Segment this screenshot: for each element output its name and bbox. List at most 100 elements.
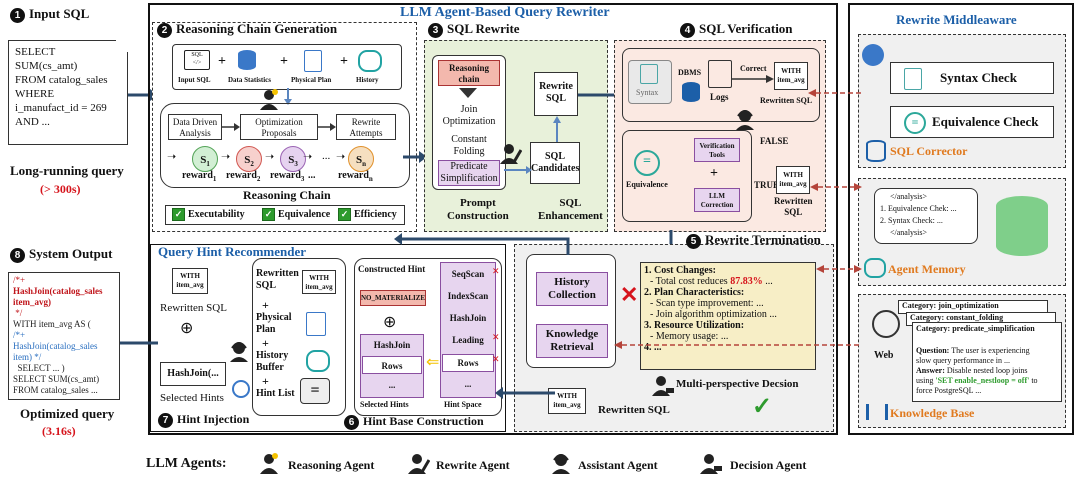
analysis-heading: 1. Cost Changes: <box>644 265 716 276</box>
middleware-title: Rewrite Middleaware <box>896 12 1017 27</box>
arrow-right <box>504 166 532 174</box>
connector-corrector <box>808 89 862 97</box>
reward-subscript: 3 <box>300 175 305 183</box>
kb-answer-text: to <box>1029 376 1038 385</box>
rewritten-sql-label: Rewritten SQL <box>760 96 813 105</box>
analysis-text: - Total cost reduces <box>650 276 731 287</box>
reward-subscript: n <box>368 175 373 183</box>
memory-line: </analysis> <box>890 192 928 201</box>
equivalence-label: Equivalence <box>626 180 668 189</box>
plus-sign: + <box>710 166 718 181</box>
selected-hints-label: Selected Hints <box>160 392 224 404</box>
input-label-sql: Input SQL <box>178 76 211 84</box>
hashjoin-hint-box: HashJoin(... <box>160 362 226 386</box>
criterion-equivalence: ✓Equivalence <box>262 208 330 221</box>
globe-icon <box>872 310 900 338</box>
selected-hint-item: Rows <box>362 356 422 374</box>
plan-document-icon <box>304 50 322 72</box>
plus-sign: + <box>280 54 288 69</box>
equivalence-check-label: Equivalence Check <box>932 114 1039 129</box>
connector-memory <box>816 265 862 273</box>
true-label: TRUE <box>754 180 780 190</box>
syntax-label: Syntax <box>636 88 659 97</box>
reward-text: ... <box>308 170 316 181</box>
plus-sign: + <box>218 54 226 69</box>
long-running-duration: (> 300s) <box>40 182 81 196</box>
state-subscript: n <box>362 160 367 169</box>
rewritten-sql-label: Rewritten SQL <box>160 302 227 314</box>
step-data-driven: Data Driven Analysis <box>168 114 222 140</box>
analysis-heading: 3. Resource Utilization: <box>644 320 745 331</box>
kb-answer-text: Disable nested loop joins <box>944 366 1028 375</box>
kb-answer-text: using <box>916 376 936 385</box>
rewritten-sql-label: Rewritten SQL <box>598 404 670 416</box>
assistant-agent-icon <box>228 340 250 362</box>
input-label-stats: Data Statistics <box>228 76 271 84</box>
plan-document-icon <box>306 312 326 336</box>
syntax-check-box <box>890 62 1054 94</box>
arrow-up <box>553 116 561 142</box>
web-label: Web <box>874 350 894 361</box>
dbms-database-icon <box>682 82 700 102</box>
database-icon <box>866 140 886 162</box>
state-symbol: S <box>200 154 207 166</box>
accept-check-icon: ✓ <box>752 394 773 420</box>
kb-card-front <box>912 322 1062 402</box>
step-rewrite-attempts: Rewrite Attempts <box>336 114 396 140</box>
dbms-label: DBMS <box>678 68 702 77</box>
selected-hint-item: ... <box>388 380 396 390</box>
reward-label: ... <box>308 170 316 183</box>
hint-space-item: SeqScan <box>451 269 485 279</box>
memory-bubble <box>874 188 978 244</box>
sql-line: HashJoin(catalog_sales <box>13 286 103 296</box>
sql-line: WITH item_avg AS ( <box>13 319 91 329</box>
syntax-check-label: Syntax Check <box>940 70 1017 85</box>
optimized-query-label: Optimized query <box>20 406 115 421</box>
prompt-constant-folding: Constant Folding <box>451 134 487 157</box>
reward-label: rewardn <box>338 170 373 183</box>
chain-arrow-icon: ➝ <box>265 151 275 163</box>
sql-line: SUM(cs_amt) <box>15 60 78 72</box>
state-symbol: S <box>244 154 251 166</box>
state-symbol: S <box>355 154 363 166</box>
sql-line: item) */ <box>13 352 42 362</box>
kb-answer-code: 'SET enable_nestloop = off' <box>935 376 1030 385</box>
decision-agent-icon <box>700 452 722 474</box>
sql-line: item_avg) <box>13 297 51 307</box>
sql-line: FROM catalog_sales ... <box>13 385 98 395</box>
reasoning-agent-icon <box>258 452 280 474</box>
syntax-doc-icon <box>640 64 658 84</box>
assistant-agent-icon <box>550 452 572 474</box>
sql-line: SELECT SUM(cs_amt) <box>13 374 100 384</box>
constructed-hint-label: Constructed Hint <box>358 264 426 274</box>
logs-label: Logs <box>710 92 729 102</box>
selected-hints-label: Selected Hints <box>360 400 409 409</box>
reward-text: reward <box>270 170 301 181</box>
books-icon <box>866 404 888 420</box>
selected-hint-item: HashJoin <box>373 340 411 350</box>
stack-hint-list: Hint List <box>256 388 295 399</box>
kb-answer-line: using 'SET enable_nestloop = off' to <box>916 376 1038 386</box>
brain-icon <box>358 50 382 72</box>
reward-subscript: 2 <box>256 175 261 183</box>
legend-decision-agent: Decision Agent <box>730 458 807 472</box>
input-label-history: History <box>356 76 379 84</box>
brain-icon <box>864 258 886 278</box>
decision-label: Multi-perspective Decsion <box>676 378 799 390</box>
legend-rewrite-agent: Rewrite Agent <box>436 458 510 472</box>
knowledge-base-label: Knowledge Base <box>890 406 975 420</box>
equivalence-icon: = <box>634 150 660 176</box>
reward-subscript: 1 <box>212 175 217 183</box>
